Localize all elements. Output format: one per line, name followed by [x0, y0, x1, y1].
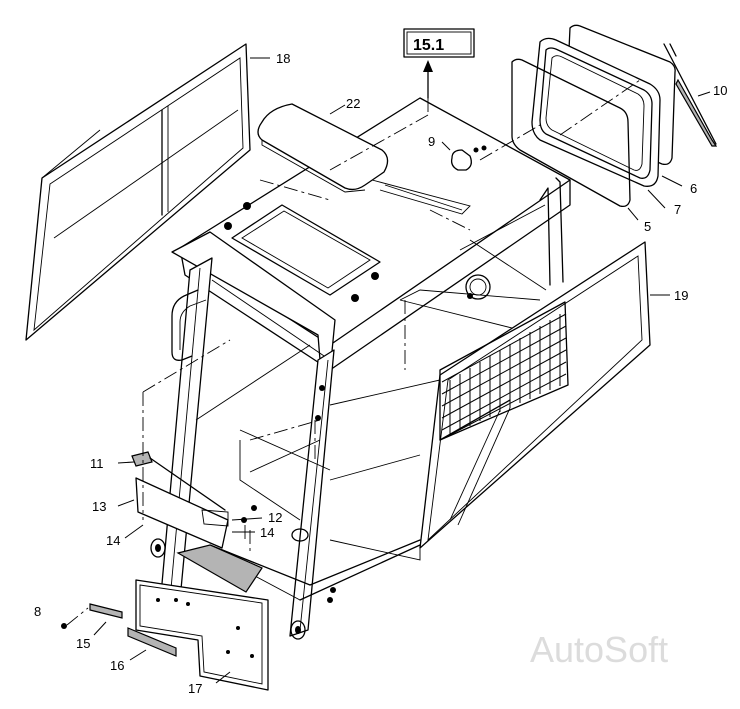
strip-15[interactable]	[89, 603, 123, 619]
callout-17[interactable]: 17	[188, 681, 202, 696]
callout-19[interactable]: 19	[674, 288, 688, 303]
callout-10[interactable]: 10	[713, 83, 727, 98]
reference-box-label: 15.1	[413, 37, 444, 54]
callout-7[interactable]: 7	[674, 202, 681, 217]
rear-window-seal-5[interactable]	[511, 58, 631, 208]
callout-8[interactable]: 8	[34, 604, 41, 619]
dome-light-9[interactable]	[450, 145, 487, 171]
callout-11[interactable]: 11	[90, 456, 104, 471]
assembly-lines	[142, 79, 641, 555]
callout-22[interactable]: 22	[346, 96, 360, 111]
door-mesh	[441, 313, 567, 439]
callout-15[interactable]: 15	[76, 636, 90, 651]
panel-13[interactable]	[135, 477, 229, 549]
callout-14-right[interactable]: 14	[260, 525, 274, 540]
watermark: AutoSoft	[530, 629, 668, 670]
reference-box[interactable]: 15.1	[403, 28, 475, 58]
callout-9[interactable]: 9	[428, 134, 435, 149]
left-window-18[interactable]	[25, 43, 251, 341]
lower-panel-17[interactable]	[135, 579, 269, 691]
reference-arrow	[423, 60, 433, 99]
callout-labels: 18 22 9 10 6 7 5 19 11 13 12 14 14 8 15 …	[34, 51, 727, 696]
callout-6[interactable]: 6	[690, 181, 697, 196]
callout-14-left[interactable]: 14	[106, 533, 120, 548]
callout-16[interactable]: 16	[110, 658, 124, 673]
right-door-19[interactable]	[419, 241, 651, 549]
callout-18[interactable]: 18	[276, 51, 290, 66]
rear-window-frame-7[interactable]	[531, 37, 661, 187]
callout-12[interactable]: 12	[268, 510, 282, 525]
callout-leaders	[93, 57, 711, 684]
roof-panel-22[interactable]	[257, 103, 471, 215]
callout-13[interactable]: 13	[92, 499, 106, 514]
callout-5[interactable]: 5	[644, 219, 651, 234]
wiper-10[interactable]	[663, 43, 718, 147]
bracket-11[interactable]	[131, 451, 226, 511]
strip-16[interactable]	[127, 627, 177, 657]
screw-8[interactable]	[61, 607, 89, 629]
